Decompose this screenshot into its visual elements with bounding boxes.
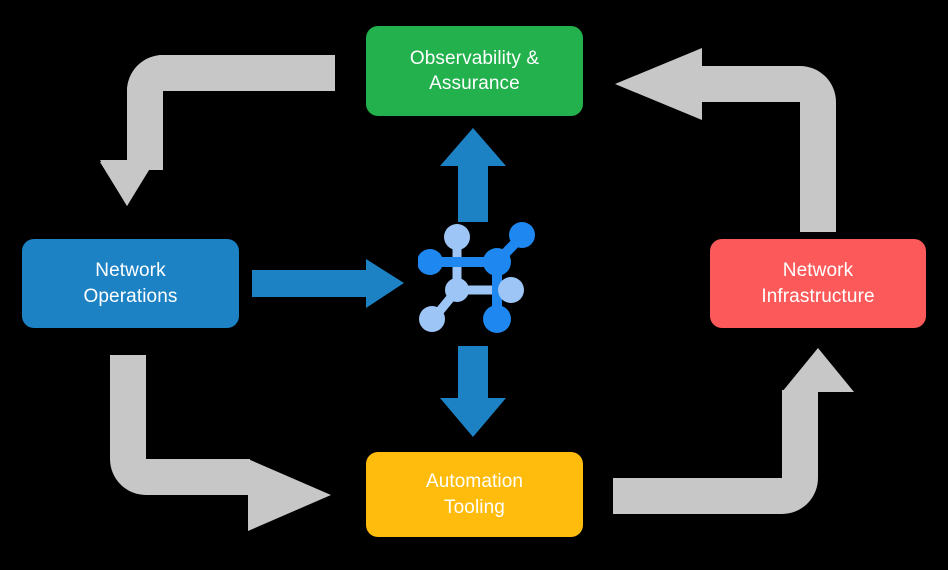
arrow-network-operations-to-automation-tooling bbox=[110, 355, 331, 531]
network-topology-icon bbox=[418, 222, 535, 333]
arrow-center-to-automation-tooling bbox=[440, 346, 506, 437]
node-network-infrastructure[interactable]: Network Infrastructure bbox=[710, 239, 926, 328]
node-automation-tooling[interactable]: Automation Tooling bbox=[366, 452, 583, 537]
arrow-center-to-observability bbox=[440, 128, 506, 222]
topology-nodes-primary bbox=[418, 222, 535, 333]
arrow-automation-tooling-to-network-infrastructure bbox=[613, 348, 854, 514]
arrow-network-infrastructure-to-observability bbox=[615, 48, 836, 232]
arrow-network-operations-to-center bbox=[252, 259, 404, 308]
node-network-operations[interactable]: Network Operations bbox=[22, 239, 239, 328]
node-observability-assurance[interactable]: Observability & Assurance bbox=[366, 26, 583, 116]
arrow-observability-to-network-operations bbox=[100, 55, 335, 206]
topology-nodes-secondary bbox=[419, 224, 524, 332]
